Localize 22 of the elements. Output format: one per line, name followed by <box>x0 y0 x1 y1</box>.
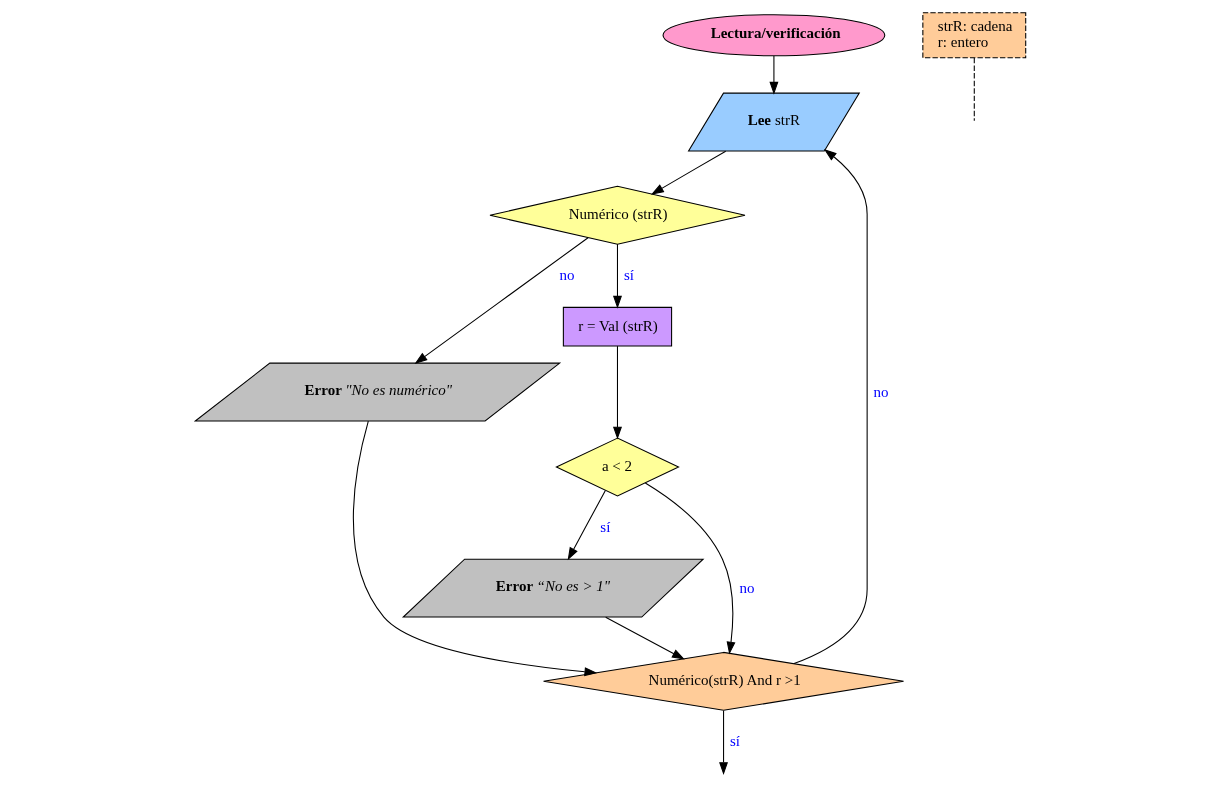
arrow <box>650 150 727 195</box>
node-box: strR: cadena r: entero <box>922 12 1027 59</box>
edge-label: no <box>559 267 575 284</box>
edge-label: no <box>739 579 755 596</box>
arrow <box>612 243 622 309</box>
arrow <box>793 149 868 665</box>
arrow <box>612 345 622 440</box>
arrow <box>769 55 779 95</box>
connector <box>973 57 975 122</box>
arrow <box>414 237 589 364</box>
edge-label: sí <box>623 267 634 284</box>
arrow <box>352 420 598 677</box>
node-diamond: a < 2 <box>555 437 680 497</box>
node-box: r = Val (strR) <box>562 306 673 347</box>
edge-label: no <box>873 383 889 400</box>
arrow <box>719 710 729 775</box>
edge-label: sí <box>729 733 740 750</box>
arrow <box>605 616 685 660</box>
node-ellipse: Lectura/verificación <box>662 14 886 57</box>
edge-label: sí <box>600 519 611 536</box>
arrow <box>567 489 606 561</box>
arrow <box>644 482 736 655</box>
